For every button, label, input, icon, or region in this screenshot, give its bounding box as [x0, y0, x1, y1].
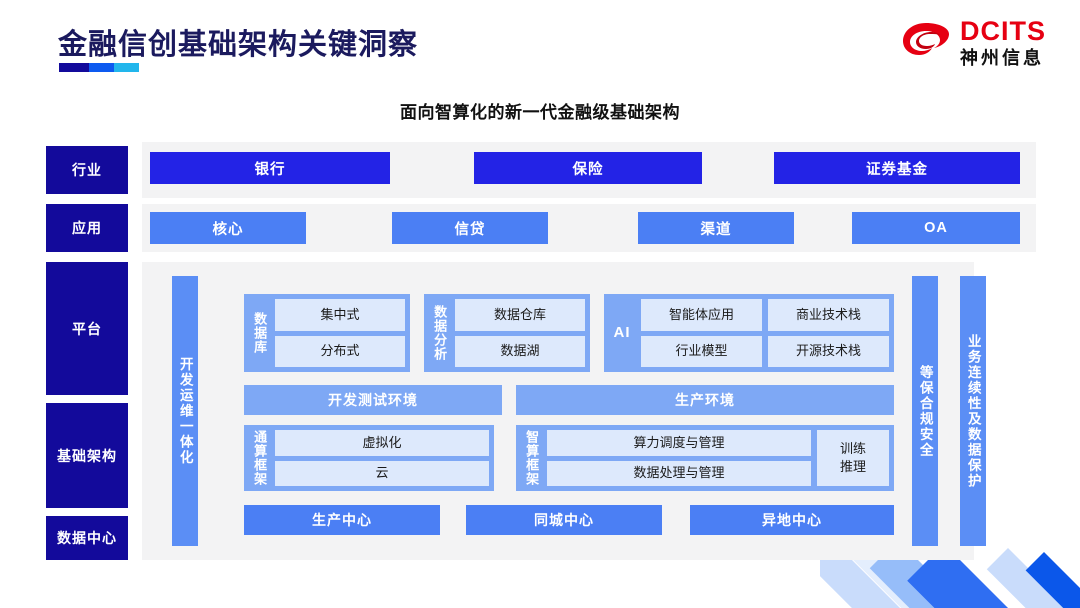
cell-open-source-tech-stack[interactable]: 开源技术栈	[768, 335, 889, 367]
industry-item-insurance[interactable]: 保险	[474, 152, 702, 184]
cell-data-warehouse[interactable]: 数据仓库	[455, 299, 585, 331]
inference-label: 推理	[839, 459, 866, 474]
cell-agent-application[interactable]: 智能体应用	[641, 299, 762, 331]
application-item-oa[interactable]: OA	[852, 212, 1020, 244]
group-data-analysis: 数据分析 数据仓库 数据湖	[424, 294, 590, 372]
group-label-intelligent-compute: 智算框架	[524, 430, 540, 486]
page-title: 金融信创基础架构关键洞察	[58, 29, 419, 61]
group-ai: AI 智能体应用 商业技术栈 行业模型 开源技术栈	[604, 294, 894, 372]
sidebar-item-industry[interactable]: 行业	[46, 146, 128, 194]
group-label-ai: AI	[613, 323, 631, 341]
title-underline-bar	[59, 63, 139, 72]
industry-item-securities-funds[interactable]: 证券基金	[774, 152, 1020, 184]
group-label-database: 数据库	[252, 312, 268, 354]
cell-centralized[interactable]: 集中式	[275, 299, 405, 331]
sidebar-item-platform[interactable]: 平台	[46, 262, 128, 395]
application-row: 核心 信贷 渠道 OA	[142, 212, 1036, 244]
data-center-production[interactable]: 生产中心	[244, 505, 440, 535]
environment-bar-production[interactable]: 生产环境	[516, 385, 894, 415]
cell-compute-scheduling[interactable]: 算力调度与管理	[547, 430, 811, 456]
cell-data-processing[interactable]: 数据处理与管理	[547, 460, 811, 486]
application-item-credit[interactable]: 信贷	[392, 212, 548, 244]
dcits-swirl-icon	[903, 22, 949, 55]
application-item-channel[interactable]: 渠道	[638, 212, 794, 244]
sidebar-item-data-center[interactable]: 数据中心	[46, 516, 128, 560]
industry-item-banking[interactable]: 银行	[150, 152, 390, 184]
industry-row: 银行 保险 证券基金	[142, 152, 1036, 184]
brand-logo: DCITS 神州信息	[900, 18, 1046, 67]
data-center-same-city[interactable]: 同城中心	[466, 505, 662, 535]
cell-distributed[interactable]: 分布式	[275, 335, 405, 367]
group-database: 数据库 集中式 分布式	[244, 294, 410, 372]
architecture-diagram: 行业 应用 平台 基础架构 数据中心 银行 保险 证券基金 核心 信贷 渠道 O…	[46, 142, 1036, 567]
logo-text-cn: 神州信息	[960, 48, 1044, 68]
vertical-bar-security-compliance[interactable]: 等保合规安全	[912, 276, 938, 546]
cell-data-lake[interactable]: 数据湖	[455, 335, 585, 367]
group-label-data-analysis: 数据分析	[432, 305, 448, 361]
logo-text-en: DCITS	[960, 16, 1046, 46]
layer-sidebar: 行业 应用 平台 基础架构 数据中心	[46, 142, 128, 567]
vertical-bar-devops[interactable]: 开发运维一体化	[172, 276, 198, 546]
cell-training-inference[interactable]: 训练 推理	[817, 430, 889, 486]
cell-cloud[interactable]: 云	[275, 460, 489, 486]
data-center-remote[interactable]: 异地中心	[690, 505, 894, 535]
group-intelligent-compute-framework: 智算框架 算力调度与管理 数据处理与管理 训练 推理	[516, 425, 894, 491]
training-label: 训练	[839, 441, 866, 457]
cell-virtualization[interactable]: 虚拟化	[275, 430, 489, 456]
cell-industry-model[interactable]: 行业模型	[641, 335, 762, 367]
application-item-core[interactable]: 核心	[150, 212, 306, 244]
group-label-general-compute: 通算框架	[252, 430, 268, 486]
group-general-compute-framework: 通算框架 虚拟化 云	[244, 425, 494, 491]
environment-bar-dev-test[interactable]: 开发测试环境	[244, 385, 502, 415]
sidebar-item-application[interactable]: 应用	[46, 204, 128, 252]
vertical-bar-business-continuity[interactable]: 业务连续性及数据保护	[960, 276, 986, 546]
sidebar-item-infrastructure[interactable]: 基础架构	[46, 403, 128, 508]
cell-commercial-tech-stack[interactable]: 商业技术栈	[768, 299, 889, 331]
page-subtitle: 面向智算化的新一代金融级基础架构	[400, 103, 680, 122]
